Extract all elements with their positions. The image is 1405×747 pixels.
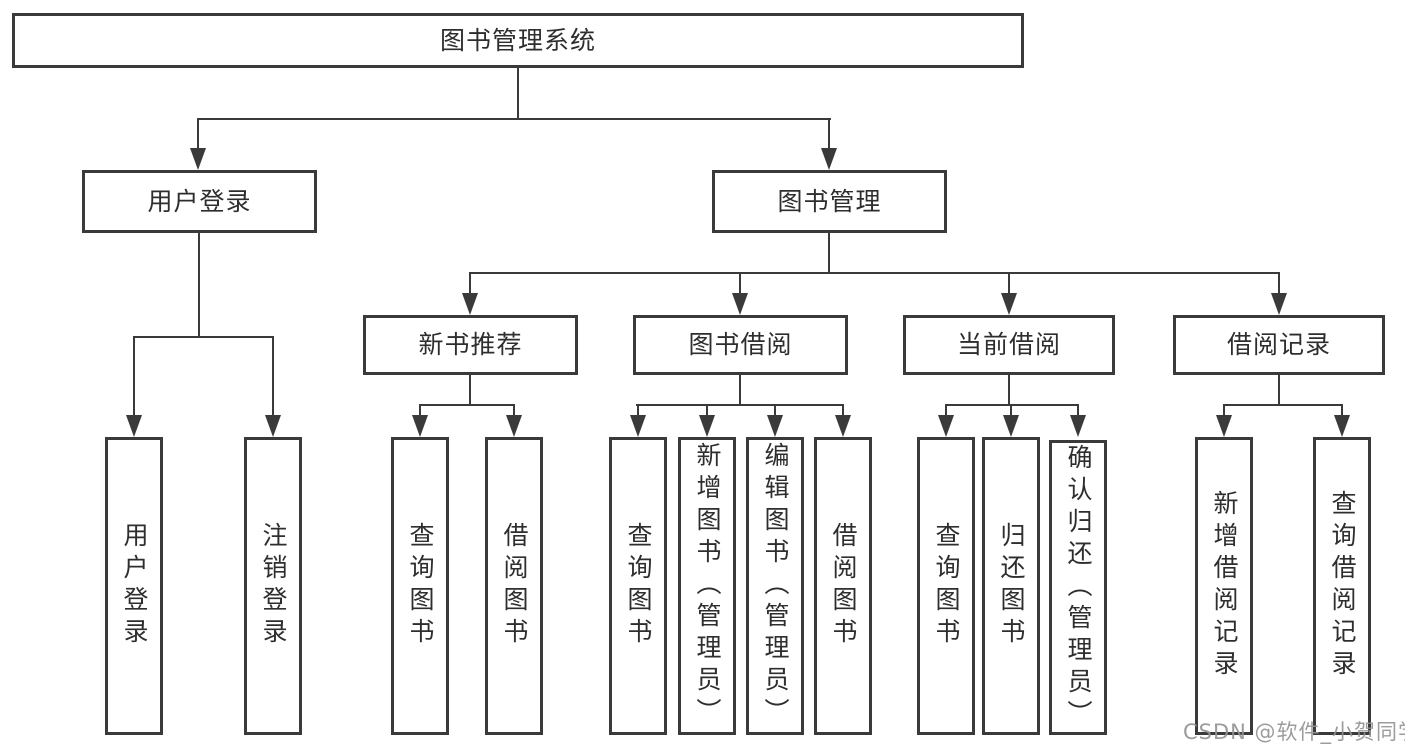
node-label: 借阅图书 (500, 522, 529, 650)
node-label: 查询图书 (932, 522, 961, 650)
arrowhead-down-icon (506, 415, 522, 437)
leaf-query-books-1: 查询图书 (391, 437, 449, 735)
arrowhead-down-icon (1070, 415, 1086, 437)
arrowhead-down-icon (1216, 415, 1232, 437)
connector-vline (828, 233, 830, 274)
arrowhead-down-icon (126, 415, 142, 437)
node-borrowing-records: 借阅记录 (1173, 315, 1385, 375)
node-label: 图书借阅 (688, 330, 793, 359)
leaf-query-books-3: 查询图书 (917, 437, 975, 735)
node-label: 当前借阅 (956, 330, 1061, 359)
arrowhead-down-icon (630, 415, 646, 437)
connector-vline (198, 233, 200, 338)
watermark: CSDN @软件_小贺同学 (1183, 720, 1405, 744)
arrowhead-down-icon (821, 148, 837, 170)
node-label: 新增借阅记录 (1210, 490, 1239, 682)
connector-hline (419, 404, 515, 406)
connector-hline (469, 272, 1280, 274)
connector-vline (739, 375, 741, 406)
connector-hline (945, 404, 1079, 406)
arrowhead-down-icon (265, 415, 281, 437)
node-label: 用户登录 (147, 186, 252, 216)
arrowhead-down-icon (732, 293, 748, 315)
leaf-add-books-admin: 新增图书（管理员） (678, 437, 736, 735)
connector-hline (133, 336, 274, 338)
arrowhead-down-icon (1001, 293, 1017, 315)
connector-vline (197, 118, 199, 148)
node-label: 图书管理 (777, 186, 882, 216)
connector-vline (774, 404, 776, 415)
arrowhead-down-icon (938, 415, 954, 437)
node-book-management-system: 图书管理系统 (12, 13, 1024, 68)
node-new-book-recommend: 新书推荐 (363, 315, 578, 375)
connector-vline (1077, 404, 1079, 415)
connector-vline (945, 404, 947, 415)
connector-vline (1341, 404, 1343, 415)
leaf-borrow-books-1: 借阅图书 (485, 437, 543, 735)
connector-vline (469, 375, 471, 406)
node-label: 归还图书 (997, 522, 1026, 650)
node-label: 借阅记录 (1226, 330, 1331, 359)
connector-vline (1278, 272, 1280, 293)
node-label: 查询借阅记录 (1328, 490, 1357, 682)
connector-vline (637, 404, 639, 415)
connector-vline (1008, 272, 1010, 293)
node-current-borrowing: 当前借阅 (903, 315, 1115, 375)
arrowhead-down-icon (699, 415, 715, 437)
connector-vline (469, 272, 471, 293)
connector-vline (1010, 404, 1012, 415)
arrowhead-down-icon (462, 293, 478, 315)
node-user-login: 用户登录 (82, 170, 317, 233)
arrowhead-down-icon (767, 415, 783, 437)
connector-vline (739, 272, 741, 293)
node-book-borrowing: 图书借阅 (633, 315, 848, 375)
arrowhead-down-icon (412, 415, 428, 437)
connector-hline (1223, 404, 1343, 406)
connector-vline (1008, 375, 1010, 406)
connector-hline (636, 404, 844, 406)
connector-vline (1278, 375, 1280, 406)
arrowhead-down-icon (1334, 415, 1350, 437)
leaf-query-books-2: 查询图书 (609, 437, 667, 735)
node-book-management: 图书管理 (712, 170, 947, 233)
leaf-add-borrow-record: 新增借阅记录 (1195, 437, 1253, 735)
connector-vline (1223, 404, 1225, 415)
leaf-edit-books-admin: 编辑图书（管理员） (746, 437, 804, 735)
arrowhead-down-icon (835, 415, 851, 437)
connector-vline (706, 404, 708, 415)
node-label: 编辑图书（管理员） (761, 442, 790, 730)
node-label: 确认归还（管理员） (1064, 443, 1093, 732)
node-label: 查询图书 (624, 522, 653, 650)
arrowhead-down-icon (1003, 415, 1019, 437)
connector-vline (842, 404, 844, 415)
leaf-logout-login: 注销登录 (244, 437, 302, 735)
connector-vline (133, 336, 135, 415)
node-label: 借阅图书 (829, 522, 858, 650)
arrowhead-down-icon (1271, 293, 1287, 315)
connector-vline (513, 404, 515, 415)
connector-hline (197, 118, 831, 120)
connector-vline (828, 118, 830, 148)
connector-vline (272, 336, 274, 415)
leaf-confirm-return-admin: 确认归还（管理员） (1049, 440, 1107, 735)
leaf-query-borrow-record: 查询借阅记录 (1313, 437, 1371, 735)
node-label: 注销登录 (259, 522, 288, 650)
leaf-borrow-books-2: 借阅图书 (814, 437, 872, 735)
leaf-user-login: 用户登录 (105, 437, 163, 735)
connector-vline (419, 404, 421, 415)
node-label: 新增图书（管理员） (693, 442, 722, 730)
leaf-return-books: 归还图书 (982, 437, 1040, 735)
node-label: 图书管理系统 (439, 25, 596, 55)
node-label: 查询图书 (406, 522, 435, 650)
node-label: 用户登录 (120, 522, 149, 650)
arrowhead-down-icon (190, 148, 206, 170)
connector-vline (517, 68, 519, 120)
node-label: 新书推荐 (418, 330, 523, 359)
